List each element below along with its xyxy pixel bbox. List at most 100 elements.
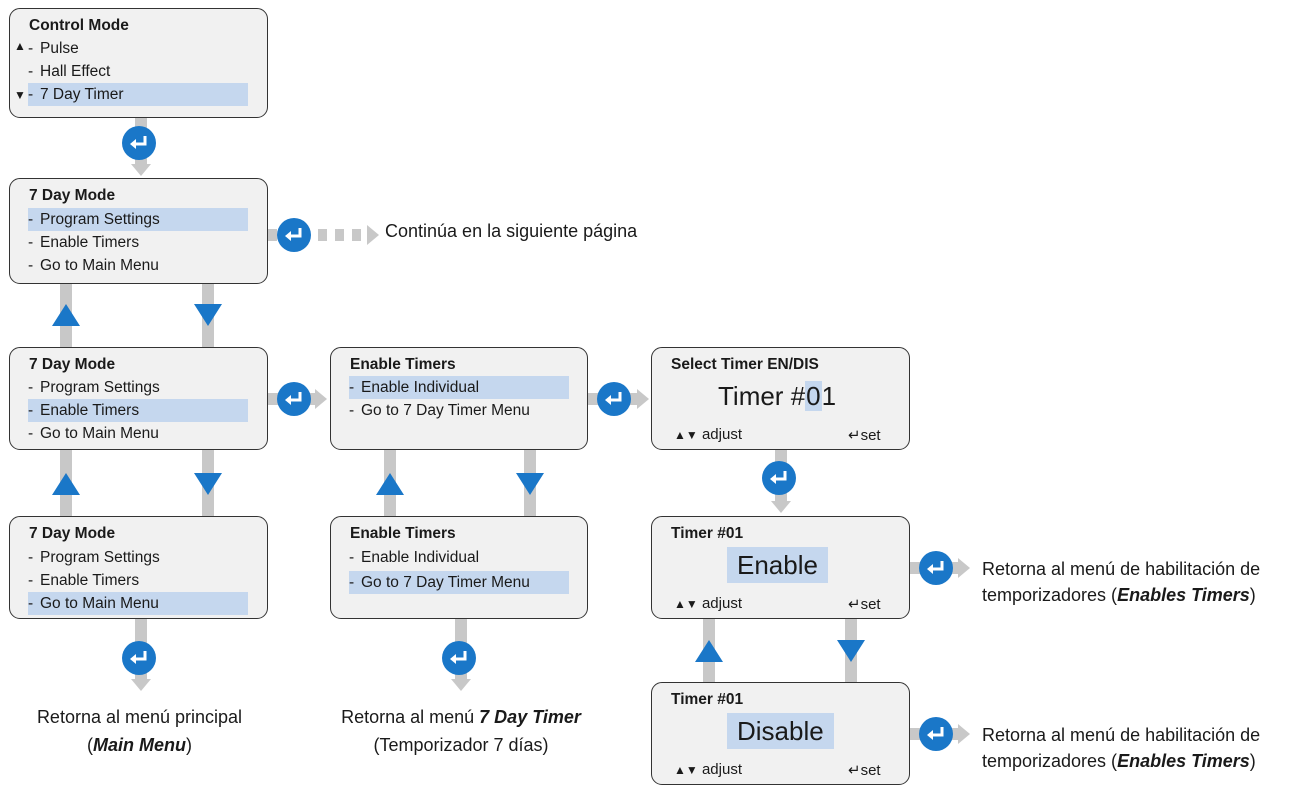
disable-return-note: Retorna al menú de habilitación de tempo… bbox=[982, 722, 1260, 774]
enter-icon bbox=[762, 461, 796, 495]
screen-title: Enable Timers bbox=[350, 525, 456, 542]
menu-item-selected[interactable]: Enable Individual bbox=[349, 376, 569, 399]
enable-return-note: Retorna al menú de habilitación de tempo… bbox=[982, 556, 1260, 608]
menu-item-selected[interactable]: Enable Timers bbox=[28, 399, 248, 422]
note-emphasis: Enables Timers bbox=[1117, 585, 1250, 605]
timer-digit-selected[interactable]: 0 bbox=[805, 381, 822, 411]
note-line: temporizadores (Enables Timers) bbox=[982, 585, 1256, 605]
note-emphasis: Main Menu bbox=[93, 735, 186, 755]
screen-title: Control Mode bbox=[29, 17, 129, 34]
menu-item[interactable]: Enable Timers bbox=[28, 231, 248, 254]
set-hint: ↵set bbox=[848, 595, 881, 613]
menu-item-selected[interactable]: Go to Main Menu bbox=[28, 592, 248, 615]
note-line: Retorna al menú de habilitación de bbox=[982, 559, 1261, 579]
screen-title: Select Timer EN/DIS bbox=[671, 356, 819, 373]
adjust-hint: ▲▼ adjust bbox=[674, 761, 742, 778]
down-arrow-icon bbox=[194, 473, 222, 495]
enter-glyph-icon: ↵ bbox=[848, 762, 861, 779]
adjust-label: adjust bbox=[701, 426, 742, 443]
disable-value[interactable]: Disable bbox=[727, 713, 834, 749]
enter-icon bbox=[919, 551, 953, 585]
down-indicator-icon: ▼ bbox=[14, 88, 26, 102]
up-down-icon: ▲▼ bbox=[674, 763, 698, 777]
timer-prefix: Timer # bbox=[718, 381, 806, 411]
menu-item-selected[interactable]: Program Settings bbox=[28, 208, 248, 231]
note-emphasis: Enables Timers bbox=[1117, 751, 1250, 771]
day-mode-screen: 7 Day Mode Program Settings Enable Timer… bbox=[9, 516, 268, 619]
down-arrow-head bbox=[131, 164, 151, 176]
note-line: Retorna al menú principal bbox=[36, 707, 243, 727]
set-hint: ↵set bbox=[848, 426, 881, 444]
enter-icon bbox=[277, 382, 311, 416]
menu-item[interactable]: Hall Effect bbox=[28, 60, 248, 83]
enter-icon bbox=[919, 717, 953, 751]
menu-item[interactable]: Program Settings bbox=[28, 376, 248, 399]
adjust-label: adjust bbox=[701, 761, 742, 778]
day-mode-screen: 7 Day Mode Program Settings Enable Timer… bbox=[9, 178, 268, 284]
enter-glyph-icon: ↵ bbox=[848, 427, 861, 444]
up-down-icon: ▲▼ bbox=[674, 428, 698, 442]
up-arrow-icon bbox=[52, 473, 80, 495]
right-arrow-head bbox=[958, 558, 970, 578]
screen-title: Enable Timers bbox=[350, 356, 456, 373]
enter-icon bbox=[277, 218, 311, 252]
menu-item[interactable]: Program Settings bbox=[28, 546, 248, 569]
screen-title: 7 Day Mode bbox=[29, 356, 116, 373]
set-hint: ↵set bbox=[848, 761, 881, 779]
screen-title: Timer #01 bbox=[671, 691, 744, 708]
enter-glyph-icon: ↵ bbox=[848, 596, 861, 613]
up-arrow-icon bbox=[376, 473, 404, 495]
select-timer-screen: Select Timer EN/DIS Timer #01 ▲▼ adjust … bbox=[651, 347, 910, 450]
enter-icon bbox=[122, 126, 156, 160]
enable-timers-screen: Enable Timers Enable Individual Go to 7 … bbox=[330, 516, 588, 619]
up-arrow-icon bbox=[52, 304, 80, 326]
up-arrow-icon bbox=[695, 640, 723, 662]
menu-item-selected[interactable]: 7 Day Timer bbox=[28, 83, 248, 106]
screen-title: 7 Day Mode bbox=[29, 187, 116, 204]
up-down-icon: ▲▼ bbox=[674, 597, 698, 611]
dashed-connector bbox=[268, 229, 277, 241]
continue-note: Continúa en la siguiente página bbox=[385, 221, 638, 241]
adjust-label: adjust bbox=[701, 595, 742, 612]
main-menu-note: Retorna al menú principal (Main Menu) bbox=[0, 703, 279, 759]
timer-number-value[interactable]: Timer #01 bbox=[718, 378, 836, 414]
set-label: set bbox=[860, 762, 881, 779]
right-arrow-head bbox=[958, 724, 970, 744]
timer-enable-screen: Timer #01 Enable ▲▼ adjust ↵set bbox=[651, 516, 910, 619]
timer-menu-note: Retorna al menú 7 Day Timer (Temporizado… bbox=[310, 703, 612, 759]
dashed-connector bbox=[352, 229, 361, 241]
down-arrow-head bbox=[131, 679, 151, 691]
dashed-connector bbox=[335, 229, 344, 241]
down-arrow-head bbox=[771, 501, 791, 513]
set-label: set bbox=[860, 596, 881, 613]
enter-icon bbox=[122, 641, 156, 675]
enter-icon bbox=[597, 382, 631, 416]
note-line: (Temporizador 7 días) bbox=[373, 735, 549, 755]
menu-item[interactable]: Pulse bbox=[28, 37, 248, 60]
menu-item[interactable]: Enable Timers bbox=[28, 569, 248, 592]
screen-title: 7 Day Mode bbox=[29, 525, 116, 542]
control-mode-screen: Control Mode ▲ Pulse Hall Effect ▼ 7 Day… bbox=[9, 8, 268, 118]
menu-item[interactable]: Enable Individual bbox=[349, 546, 569, 569]
menu-item[interactable]: Go to Main Menu bbox=[28, 422, 248, 445]
down-arrow-icon bbox=[516, 473, 544, 495]
dashed-connector bbox=[318, 229, 327, 241]
menu-item[interactable]: Go to Main Menu bbox=[28, 254, 248, 277]
up-indicator-icon: ▲ bbox=[14, 39, 26, 53]
enable-value[interactable]: Enable bbox=[727, 547, 828, 583]
right-arrow-head bbox=[367, 225, 379, 245]
menu-item[interactable]: Go to 7 Day Timer Menu bbox=[349, 399, 569, 422]
down-arrow-icon bbox=[194, 304, 222, 326]
note-line: Retorna al menú 7 Day Timer bbox=[341, 707, 581, 727]
down-arrow-head bbox=[451, 679, 471, 691]
timer-disable-screen: Timer #01 Disable ▲▼ adjust ↵set bbox=[651, 682, 910, 785]
menu-item-selected[interactable]: Go to 7 Day Timer Menu bbox=[349, 571, 569, 594]
note-line: (Main Menu) bbox=[87, 735, 192, 755]
timer-digit: 1 bbox=[821, 381, 837, 411]
note-emphasis: 7 Day Timer bbox=[479, 707, 581, 727]
note-line: temporizadores (Enables Timers) bbox=[982, 751, 1256, 771]
set-label: set bbox=[860, 427, 881, 444]
enter-icon bbox=[442, 641, 476, 675]
note-line: Retorna al menú de habilitación de bbox=[982, 725, 1261, 745]
right-arrow-head bbox=[315, 389, 327, 409]
